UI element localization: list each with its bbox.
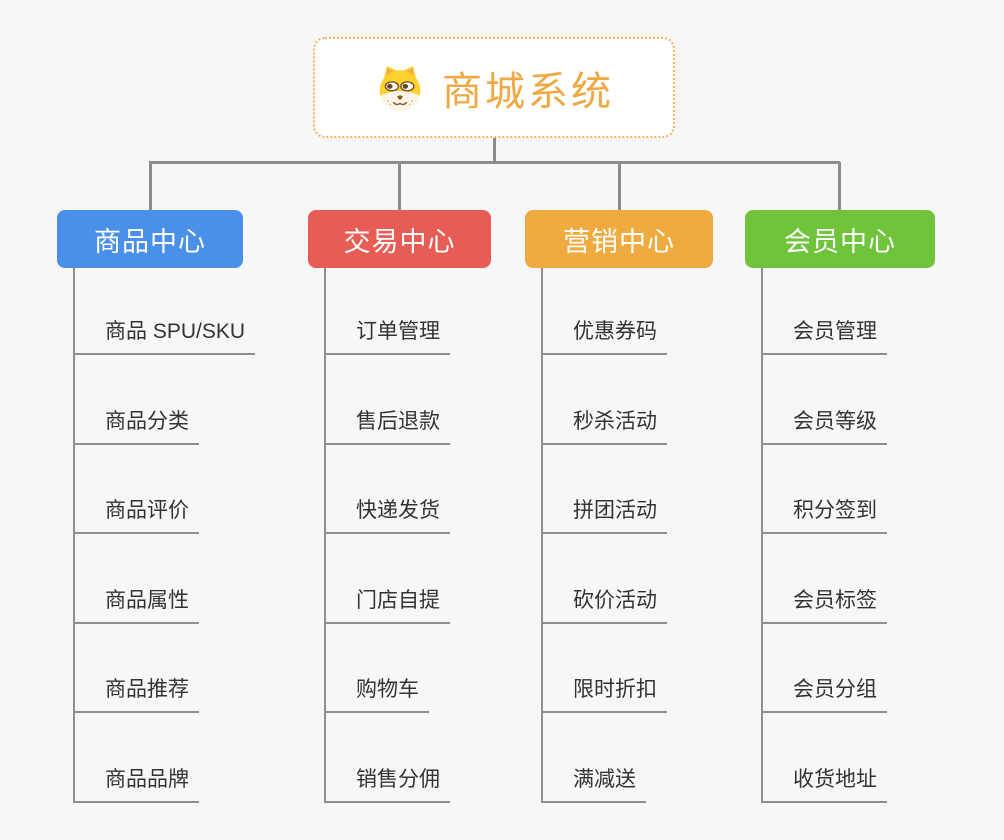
branch-trade-center: 交易中心 订单管理 售后退款 快递发货 门店自提 购物车 销售分佣 xyxy=(308,210,491,803)
branch-node-marketing-center[interactable]: 营销中心 xyxy=(525,210,713,268)
leaf-node-after-sales-refund[interactable]: 售后退款 xyxy=(324,407,450,445)
branch-spine xyxy=(73,268,75,801)
leaf-node-member-groups[interactable]: 会员分组 xyxy=(761,675,887,713)
leaf-node-order-management[interactable]: 订单管理 xyxy=(324,317,450,355)
leaf-node-store-pickup[interactable]: 门店自提 xyxy=(324,586,450,624)
connector-drop-product-center xyxy=(149,162,152,210)
branch-node-member-center[interactable]: 会员中心 xyxy=(745,210,935,268)
leaf-node-shopping-cart[interactable]: 购物车 xyxy=(324,675,429,713)
leaf-node-product-spu-sku[interactable]: 商品 SPU/SKU xyxy=(73,317,256,355)
leaf-node-limited-discount[interactable]: 限时折扣 xyxy=(541,675,667,713)
leaf-node-coupon-code[interactable]: 优惠券码 xyxy=(541,317,667,355)
leaf-node-member-level[interactable]: 会员等级 xyxy=(761,407,887,445)
branch-node-trade-center[interactable]: 交易中心 xyxy=(308,210,491,268)
leaf-node-spend-and-save[interactable]: 满减送 xyxy=(541,765,646,803)
connector-drop-member-center xyxy=(838,162,841,210)
branch-node-product-center[interactable]: 商品中心 xyxy=(57,210,243,268)
leaf-node-product-brand[interactable]: 商品品牌 xyxy=(73,765,199,803)
leaf-node-member-management[interactable]: 会员管理 xyxy=(761,317,887,355)
leaf-node-member-tags[interactable]: 会员标签 xyxy=(761,586,887,624)
root-node[interactable]: 商城系统 xyxy=(313,37,675,138)
leaf-node-product-review[interactable]: 商品评价 xyxy=(73,496,199,534)
branch-member-center: 会员中心 会员管理 会员等级 积分签到 会员标签 会员分组 收货地址 xyxy=(745,210,935,803)
branch-spine xyxy=(541,268,543,801)
leaf-node-points-checkin[interactable]: 积分签到 xyxy=(761,496,887,534)
branch-marketing-center: 营销中心 优惠券码 秒杀活动 拼团活动 砍价活动 限时折扣 满减送 xyxy=(525,210,713,803)
leaf-node-product-attribute[interactable]: 商品属性 xyxy=(73,586,199,624)
connector-drop-marketing-center xyxy=(618,162,621,210)
leaf-node-product-category[interactable]: 商品分类 xyxy=(73,407,199,445)
connector-horizontal-bar xyxy=(149,161,840,164)
root-title: 商城系统 xyxy=(442,69,614,114)
leaf-node-bargain-activity[interactable]: 砍价活动 xyxy=(541,586,667,624)
dog-face-icon xyxy=(374,62,426,114)
connector-drop-trade-center xyxy=(398,162,401,210)
branch-spine xyxy=(761,268,763,801)
branch-spine xyxy=(324,268,326,801)
branch-product-center: 商品中心 商品 SPU/SKU 商品分类 商品评价 商品属性 商品推荐 商品品牌 xyxy=(57,210,256,803)
leaf-node-group-buy[interactable]: 拼团活动 xyxy=(541,496,667,534)
leaf-node-sales-commission[interactable]: 销售分佣 xyxy=(324,765,450,803)
leaf-node-shipping-address[interactable]: 收货地址 xyxy=(761,765,887,803)
leaf-node-product-recommend[interactable]: 商品推荐 xyxy=(73,675,199,713)
leaf-node-express-delivery[interactable]: 快递发货 xyxy=(324,496,450,534)
leaf-node-flash-sale[interactable]: 秒杀活动 xyxy=(541,407,667,445)
connector-root-stem xyxy=(493,138,496,163)
